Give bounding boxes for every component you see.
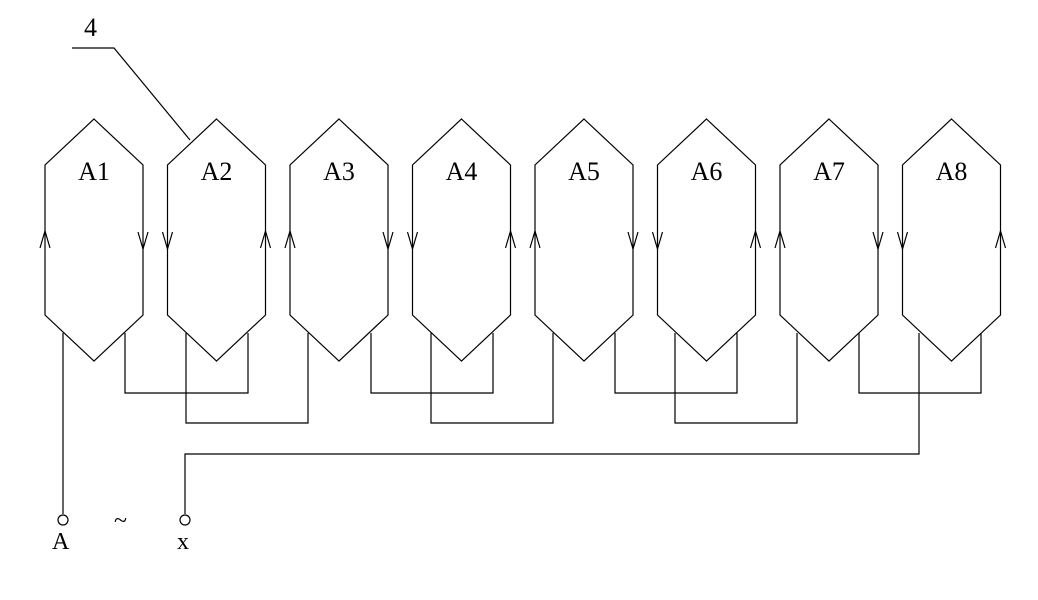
current-arrow-left-down-icon bbox=[896, 231, 909, 252]
coil-outline bbox=[779, 118, 879, 362]
current-arrow-right-up-icon bbox=[749, 228, 762, 249]
current-arrow-right-down-icon bbox=[872, 231, 884, 252]
coil-outline bbox=[166, 118, 267, 362]
terminal-start-label: A bbox=[52, 529, 70, 555]
wire-a6-a8 bbox=[674, 333, 798, 424]
coil-outline bbox=[534, 118, 634, 362]
terminal-end bbox=[179, 514, 191, 526]
callout-leader bbox=[72, 47, 191, 141]
current-arrow-left-up-icon bbox=[39, 228, 51, 249]
coil-label: A7 bbox=[813, 157, 845, 186]
wire-a5-a7 bbox=[614, 333, 738, 394]
callout: 4 bbox=[72, 13, 191, 141]
current-arrow-right-down-icon bbox=[382, 231, 394, 252]
coil-a5: A5 bbox=[529, 118, 639, 362]
terminals: A x ~ bbox=[52, 508, 191, 555]
coil-a6: A6 bbox=[651, 118, 762, 362]
connection-wires bbox=[62, 333, 982, 514]
wire-a7-tail bbox=[858, 333, 982, 394]
coil-label: A5 bbox=[568, 157, 600, 186]
wire-a4-a6 bbox=[430, 333, 554, 424]
coil-outline bbox=[289, 118, 389, 362]
wire-a2-a4 bbox=[185, 333, 309, 424]
coil-outline bbox=[411, 118, 512, 362]
wire-a8-return bbox=[184, 333, 920, 514]
coil-label: A8 bbox=[936, 157, 968, 186]
wire-a3-a5 bbox=[370, 333, 494, 394]
coil-a8: A8 bbox=[896, 118, 1007, 362]
current-arrow-right-down-icon bbox=[627, 231, 639, 252]
coil-a7: A7 bbox=[774, 118, 884, 362]
callout-label: 4 bbox=[84, 13, 97, 42]
current-arrow-left-down-icon bbox=[651, 231, 664, 252]
current-arrow-right-down-icon bbox=[137, 231, 149, 252]
current-arrow-right-up-icon bbox=[259, 228, 272, 249]
coil-a2: A2 bbox=[161, 118, 272, 362]
current-arrow-right-up-icon bbox=[994, 228, 1007, 249]
coil-group: A1 A2 A3 A4 A5 A6 A7 A8 bbox=[39, 118, 1007, 362]
coil-label: A6 bbox=[691, 157, 723, 186]
coil-outline bbox=[656, 118, 757, 362]
coil-a1: A1 bbox=[39, 118, 149, 362]
coil-label: A4 bbox=[446, 157, 478, 186]
coil-outline bbox=[44, 118, 144, 362]
ac-source-symbol: ~ bbox=[114, 508, 127, 534]
current-arrow-left-up-icon bbox=[774, 228, 786, 249]
current-arrow-left-up-icon bbox=[529, 228, 541, 249]
terminal-end-label: x bbox=[177, 529, 189, 555]
current-arrow-right-up-icon bbox=[504, 228, 517, 249]
current-arrow-left-up-icon bbox=[284, 228, 296, 249]
coil-label: A1 bbox=[78, 157, 110, 186]
coil-label: A3 bbox=[323, 157, 355, 186]
coil-a4: A4 bbox=[406, 118, 517, 362]
coil-label: A2 bbox=[201, 157, 233, 186]
coil-outline bbox=[901, 118, 1002, 362]
current-arrow-left-down-icon bbox=[161, 231, 174, 252]
coil-a3: A3 bbox=[284, 118, 394, 362]
terminal-start bbox=[57, 514, 69, 526]
current-arrow-left-down-icon bbox=[406, 231, 419, 252]
